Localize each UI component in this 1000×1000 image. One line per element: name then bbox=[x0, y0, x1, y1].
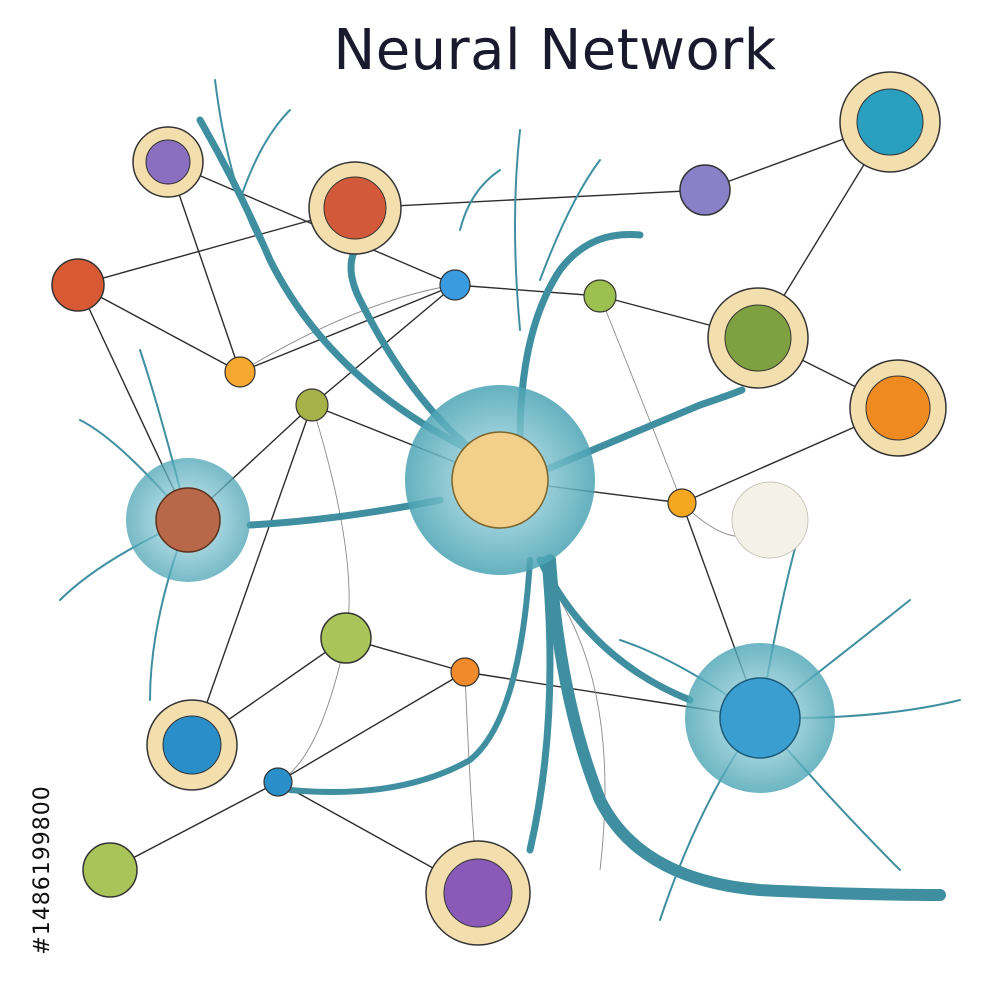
ringed-node bbox=[425, 840, 531, 946]
plain-node bbox=[82, 842, 138, 898]
plain-node bbox=[667, 488, 697, 518]
plain-node bbox=[295, 388, 329, 422]
ringed-node bbox=[839, 71, 941, 173]
left-neuron-body bbox=[126, 458, 250, 582]
faded-node bbox=[731, 481, 809, 559]
stock-id-label: #1486199800 bbox=[30, 785, 55, 955]
plain-node bbox=[263, 767, 293, 797]
diagram-title: Neural Network bbox=[333, 18, 777, 83]
plain-node bbox=[679, 164, 731, 216]
plain-node bbox=[320, 612, 372, 664]
ringed-node bbox=[146, 699, 238, 791]
ringed-node bbox=[707, 287, 809, 389]
plain-node bbox=[51, 258, 105, 312]
right-neuron-body bbox=[685, 643, 835, 793]
plain-node bbox=[224, 356, 256, 388]
faint-connections bbox=[239, 284, 771, 894]
main-neuron-body bbox=[405, 385, 595, 575]
plain-node bbox=[439, 269, 471, 301]
ringed-node bbox=[132, 126, 204, 198]
neuron-dendrites bbox=[196, 116, 946, 901]
thin-branches bbox=[59, 79, 961, 921]
plain-node bbox=[450, 657, 480, 687]
ringed-node bbox=[849, 359, 947, 457]
plain-node bbox=[583, 279, 617, 313]
ringed-node bbox=[308, 161, 402, 255]
